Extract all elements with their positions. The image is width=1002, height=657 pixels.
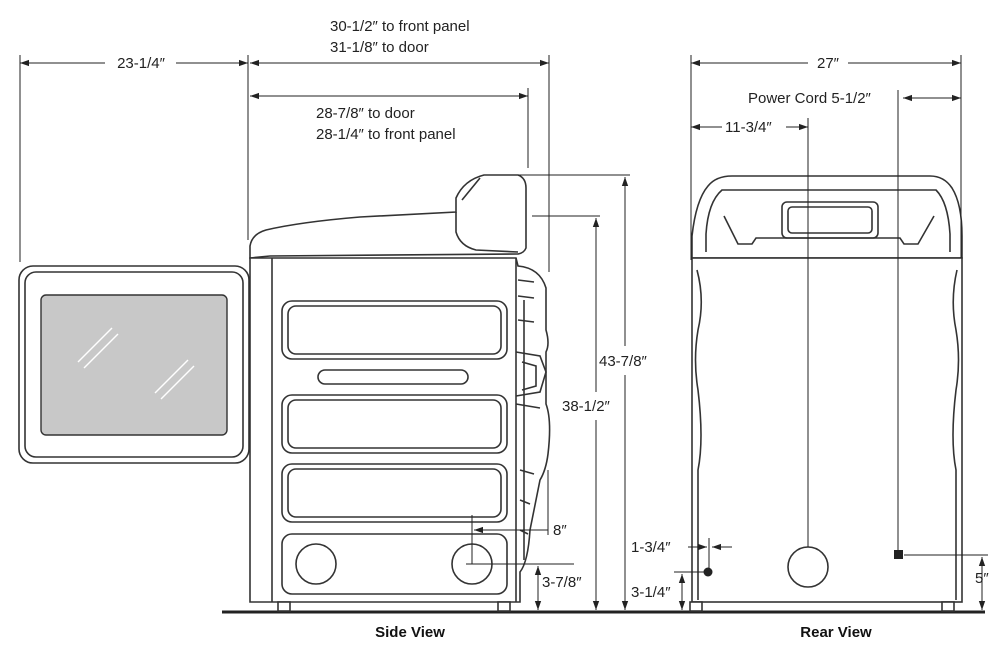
label-drain-offset: 11-3/4″ [725, 119, 772, 136]
label-depth-front-panel: 28-1/4″ to front panel [316, 126, 456, 143]
caption-side-view: Side View [375, 624, 445, 641]
label-depth-door-total: 31-1/8″ to door [330, 39, 429, 56]
label-offset-3-1-4: 3-1/4″ [631, 584, 671, 601]
rear-view-washer [689, 175, 963, 612]
door-glass [40, 294, 228, 436]
label-height-cabinet: 38-1/2″ [562, 398, 611, 415]
label-offset-1-3-4: 1-3/4″ [631, 539, 671, 556]
label-height-total: 43-7/8″ [599, 353, 648, 370]
caption-rear-view: Rear View [800, 624, 872, 641]
label-door-width: 23-1/4″ [117, 55, 166, 72]
label-width-total: 27″ [817, 55, 840, 72]
power-cord-exit [894, 550, 903, 559]
label-depth-front-panel-total: 30-1/2″ to front panel [330, 18, 470, 35]
label-depth-door: 28-7/8″ to door [316, 105, 415, 122]
label-offset-5: 5″ [975, 570, 989, 587]
side-view-washer [249, 174, 551, 612]
label-offset-3-7-8: 3-7/8″ [542, 574, 582, 591]
dimension-lines [19, 55, 988, 610]
open-door [18, 265, 250, 464]
label-offset-8: 8″ [553, 522, 567, 539]
label-power-cord: Power Cord 5-1/2″ [748, 90, 872, 107]
